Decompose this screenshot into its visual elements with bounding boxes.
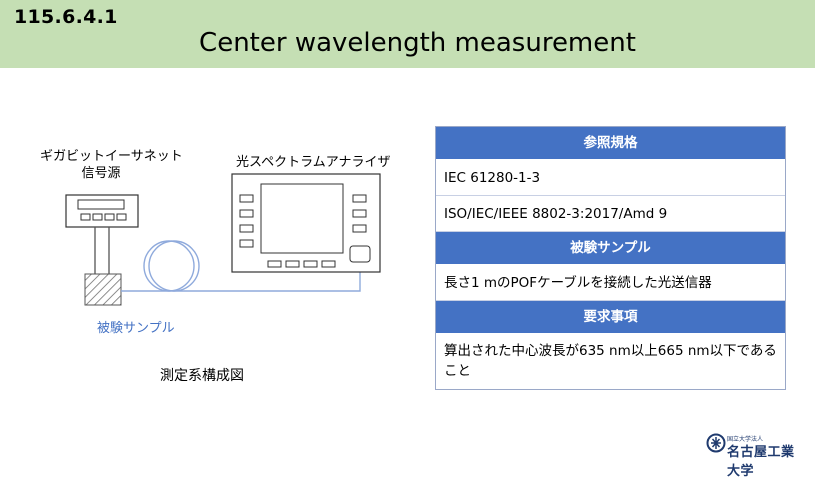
signal-source-label-line2: 信号源	[81, 166, 121, 181]
university-logo: 国立大学法人 名古屋工業大学	[706, 432, 806, 479]
test-sample-block	[84, 273, 122, 306]
university-emblem-icon	[706, 433, 726, 453]
sample-row: 長さ1 mのPOFケーブルを接続した光送信器	[436, 265, 785, 301]
source-cables	[94, 227, 110, 274]
signal-source-label: ギガビットイーサネット 信号源	[40, 148, 183, 182]
slide-title: Center wavelength measurement	[199, 28, 636, 58]
diagram-caption: 測定系構成図	[160, 368, 244, 384]
measurement-setup-diagram	[65, 173, 381, 306]
reference-row: IEC 61280-1-3	[436, 160, 785, 196]
section-number: 115.6.4.1	[14, 6, 118, 28]
reference-row: ISO/IEC/IEEE 8802-3:2017/Amd 9	[436, 196, 785, 232]
spec-table: 参照規格 IEC 61280-1-3 ISO/IEC/IEEE 8802-3:2…	[435, 126, 786, 390]
requirement-header: 要求事項	[436, 301, 785, 334]
signal-source-label-line1: ギガビットイーサネット	[40, 149, 183, 164]
sample-label: 被験サンプル	[97, 321, 175, 336]
requirement-row: 算出された中心波長が635 nm以上665 nm以下であること	[444, 343, 777, 379]
sample-header: 被験サンプル	[436, 232, 785, 265]
university-logo-name: 名古屋工業大学	[727, 445, 795, 479]
signal-source-device	[65, 194, 139, 228]
slide-header: 115.6.4.1 Center wavelength measurement	[0, 0, 815, 68]
spectrum-analyzer-label: 光スペクトラムアナライザ	[236, 155, 391, 170]
reference-header: 参照規格	[436, 127, 785, 160]
university-logo-small-text: 国立大学法人	[727, 436, 764, 443]
optical-spectrum-analyzer	[231, 173, 381, 273]
